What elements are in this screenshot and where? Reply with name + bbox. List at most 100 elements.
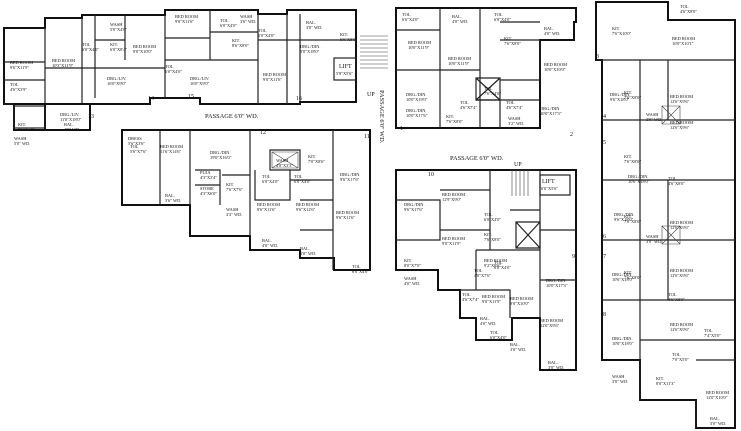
room-name: TOL xyxy=(484,212,493,217)
flat-number: 11 xyxy=(364,134,370,140)
room-size: 3'0" WD. xyxy=(548,365,564,370)
room-size: 12'6"X9'6" xyxy=(670,125,690,130)
room-name: KIT. xyxy=(624,270,632,275)
room-size: 10'6"X18'0" xyxy=(628,179,650,184)
room-size: 11'6"X14'6" xyxy=(160,149,182,154)
room-size: 12'0"X10'0" xyxy=(706,395,728,400)
corridor-labels: PASSAGE 6'0" WD. PASSAGE 6'0" WD. PASSAG… xyxy=(205,90,522,168)
room-size: 4'0"X3'3" xyxy=(276,163,293,168)
room-r70: DRG./DIN.10'6"X18'0" xyxy=(628,174,650,184)
room-size: 10'0"X17'3" xyxy=(546,283,568,288)
room-name: BED ROOM xyxy=(540,318,563,323)
room-name: DRG./DIN. xyxy=(612,336,633,341)
room-r104: BAL.3'0" WD. xyxy=(548,360,564,370)
room-name: TOL xyxy=(130,144,139,149)
stair-up-top: UP xyxy=(367,92,375,98)
lift-labels: LIFT 5'8"X5'6" LIFT 6'0"X5'6" xyxy=(336,64,558,191)
room-size: 4'6"X7'4" xyxy=(506,105,523,110)
lift-name: LIFT xyxy=(339,64,352,70)
room-name: TOL xyxy=(704,328,713,333)
room-name: BED ROOM xyxy=(706,390,729,395)
room-r51: BAL.4'0" WD. xyxy=(544,26,560,36)
room-size: 5'0" WD. xyxy=(14,141,30,146)
room-r76: KIT.7'6"X8'0" xyxy=(624,270,641,280)
room-name: DRG./DIN. xyxy=(406,92,427,97)
room-size: 4'0" WD. xyxy=(64,127,80,132)
room-name: TOL xyxy=(352,264,361,269)
room-name: KIT. xyxy=(226,182,234,187)
room-name: DRESS xyxy=(128,136,142,141)
room-name: BED ROOM xyxy=(544,62,567,67)
room-size: 7'0"X8'6" xyxy=(308,159,325,164)
room-size: 4'3"X3'4" xyxy=(200,175,217,180)
room-size: 3'0" WD. xyxy=(710,421,726,426)
room-name: WASH xyxy=(612,374,625,379)
room-name: BED ROOM xyxy=(160,144,183,149)
room-r55: DRG./DIN.10'0"X17'6" xyxy=(406,108,428,118)
room-name: BED ROOM xyxy=(175,14,198,19)
room-name: DRG./DIN. xyxy=(614,212,635,217)
room-name: KIT. xyxy=(18,122,26,127)
room-size: 12'9"X9'0" xyxy=(442,197,462,202)
room-size: 3'0" WD. xyxy=(510,347,526,352)
room-r34: KIT.7'0"X8'6" xyxy=(308,154,325,164)
room-name: BAL. xyxy=(452,14,462,19)
room-name: TOL xyxy=(672,352,681,357)
room-name: TOL xyxy=(462,292,471,297)
room-size: 16'0"X9'0" xyxy=(107,81,127,86)
room-name: KIT. xyxy=(308,154,316,159)
room-size: 9'0"X18'0" xyxy=(300,49,320,54)
room-name: KIT. xyxy=(624,154,632,159)
room-name: TOL xyxy=(668,176,677,181)
room-size: 6'6"X4'0" xyxy=(402,17,419,22)
room-name: KIT. xyxy=(340,32,348,37)
room-size: 7'6"X8'0" xyxy=(624,275,641,280)
room-size: 3'0" WD. xyxy=(306,25,322,30)
room-size: 9'0"X10'0" xyxy=(510,301,530,306)
room-size: 7'6"X8'0" xyxy=(624,219,641,224)
room-name: TOL xyxy=(460,100,469,105)
room-size: 6'0"X4'0" xyxy=(262,179,279,184)
room-name: TOL xyxy=(506,100,515,105)
passage-lower-label: PASSAGE 6'0" WD. xyxy=(450,155,504,162)
room-name: TOL xyxy=(10,82,19,87)
room-size: 6'6"X8'0" xyxy=(340,37,357,42)
room-size: 4'6"X7'4" xyxy=(462,297,479,302)
room-size: 9'6"X18'0" xyxy=(610,97,630,102)
room-name: KIT. xyxy=(624,214,632,219)
flat-number: 5 xyxy=(603,140,606,146)
room-size: 6'0"X4'0" xyxy=(258,33,275,38)
room-r57: DRG./DIN.10'0"X17'3" xyxy=(540,106,562,116)
room-size: 3'6" WD. xyxy=(240,19,256,24)
room-name: DRG./DIN. xyxy=(546,278,567,283)
room-size: 9'2"X9'6" xyxy=(484,263,501,268)
room-name: BAL. xyxy=(510,342,520,347)
room-size: 4'0" WD. xyxy=(452,19,468,24)
room-name: BAL. xyxy=(548,360,558,365)
room-size: 4'6"X7'4" xyxy=(460,105,477,110)
room-name: DRG./LIV. xyxy=(60,112,80,117)
room-name: TOL xyxy=(294,174,303,179)
room-name: DRG./DIN. xyxy=(340,172,361,177)
room-size: 9'6"X11'6" xyxy=(257,207,276,212)
room-size: 7'0"X5'0" xyxy=(672,357,689,362)
